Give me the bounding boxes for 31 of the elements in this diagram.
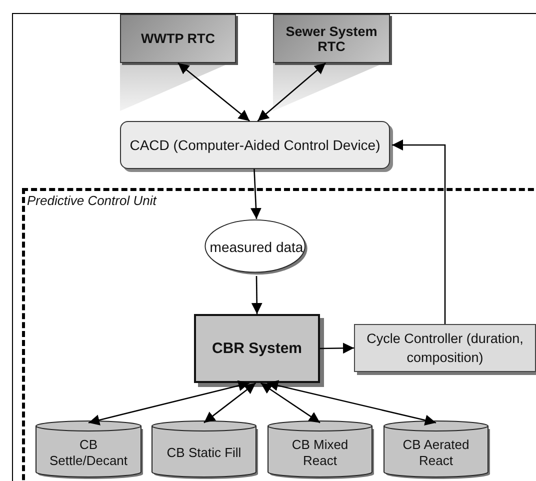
arrow [251, 276, 262, 314]
database-cylinder [267, 421, 373, 478]
node-label: CBR System [212, 339, 302, 358]
database-cylinder [151, 421, 257, 478]
arrow [320, 342, 354, 354]
data-ellipse [203, 219, 310, 276]
node-label: Sewer System RTC [284, 24, 378, 54]
system-box [120, 14, 236, 63]
unit-region [22, 188, 536, 481]
node-label: CACD (Computer-Aided Control Device) [130, 136, 380, 154]
database-cylinder [35, 421, 142, 478]
arrow [250, 168, 262, 220]
arrow [178, 62, 250, 122]
arrow [88, 380, 250, 426]
arrow [257, 62, 326, 122]
node-label: WWTP RTC [141, 31, 215, 46]
region-label: Predictive Control Unit [27, 193, 156, 208]
arrow [266, 380, 436, 426]
node-label: CB Settle/Decant [49, 436, 128, 468]
device-box [120, 121, 390, 169]
node-label: CB Aerated React [402, 436, 470, 468]
database-cylinder [383, 421, 489, 478]
arrow [392, 140, 446, 324]
arrow [204, 382, 256, 424]
node-label: CB Static Fill [166, 444, 242, 460]
node-label: Cycle Controller (duration, composition) [366, 330, 524, 367]
controller-box [354, 324, 536, 372]
node-label: CB Mixed React [290, 436, 350, 468]
system-box [273, 14, 390, 63]
node-label: measured data [210, 238, 304, 257]
arrow [260, 382, 320, 424]
